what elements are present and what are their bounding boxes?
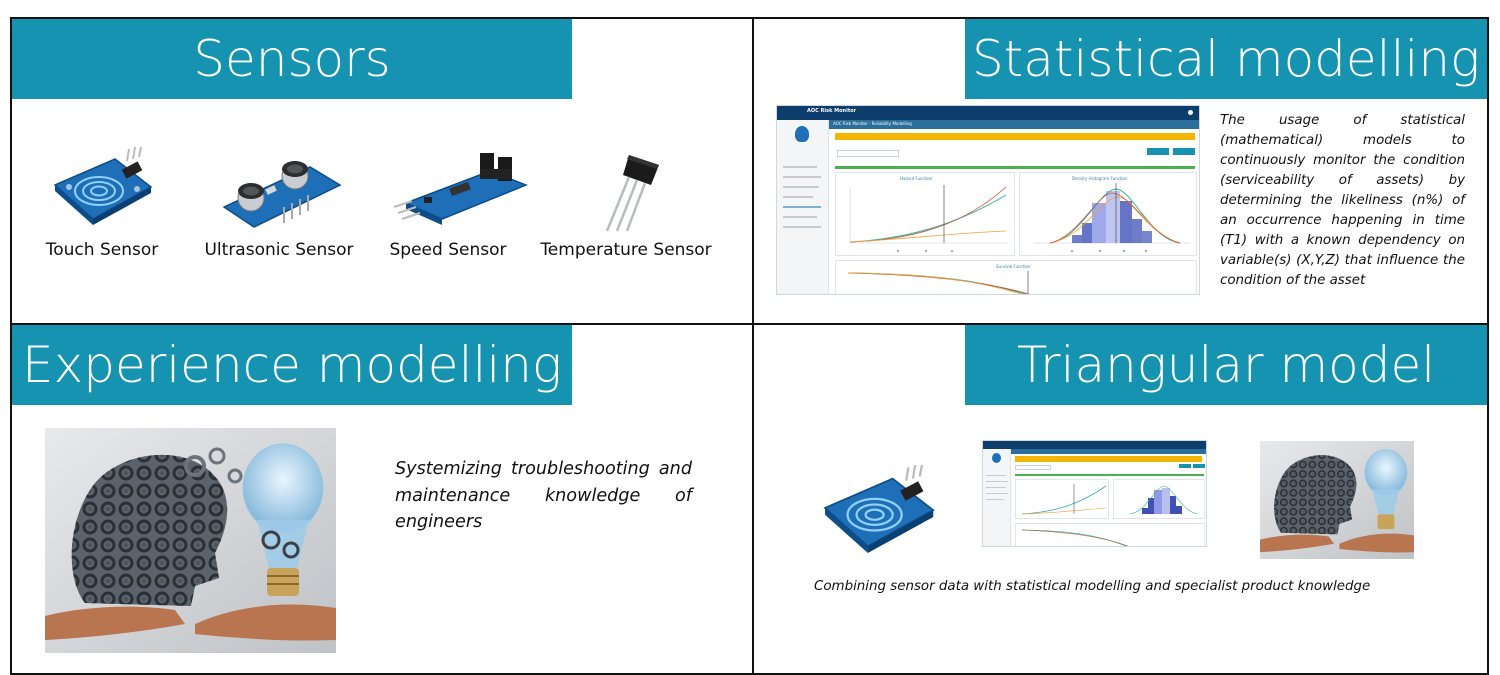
triangular-caption: Combining sensor data with statistical m… (814, 579, 1371, 594)
density-histogram-panel (1113, 479, 1205, 519)
dashboard-button-primary[interactable] (1179, 464, 1191, 468)
temperature-sensor-icon (605, 155, 659, 232)
hazard-function-panel (1015, 479, 1109, 519)
dashboard-warning-bar (1015, 456, 1202, 462)
dashboard-warning-bar (835, 133, 1195, 140)
experience-description: Systemizing troubleshooting and maintena… (395, 459, 692, 532)
dashboard-select-field[interactable] (1015, 465, 1051, 470)
sensor-label-temperature: Temperature Sensor (540, 240, 712, 260)
triangular-model-panel: Triangular model (752, 323, 1489, 675)
dashboard-screenshot-small (982, 440, 1207, 547)
dashboard-screenshot: AOC Risk Monitor AOC Risk Monitor - Reli… (776, 105, 1200, 295)
dashboard-status-bar (835, 166, 1195, 169)
gears-head-lightbulb-hands-image (1260, 441, 1414, 559)
dashboard-page-title: AOC Risk Monitor - Reliability Modelling (833, 121, 912, 126)
dashboard-button-secondary[interactable] (1193, 464, 1205, 468)
sidebar-nav-line (986, 493, 1008, 494)
touch-sensor-icon (53, 147, 153, 225)
sensor-item-speed: Speed Sensor (388, 147, 528, 260)
sidebar-nav-line (783, 166, 817, 168)
sensor-label-speed: Speed Sensor (389, 240, 507, 260)
dashboard-sidebar (777, 120, 829, 294)
statistical-description: The usage of statistical (mathematical) … (1220, 113, 1465, 288)
sensors-title: Sensors (12, 19, 572, 99)
sidebar-nav-line (986, 487, 1006, 488)
ultrasonic-sensor-icon (222, 161, 342, 228)
sensor-item-temperature: Temperature Sensor (540, 147, 712, 260)
sidebar-nav-line (783, 216, 817, 218)
hazard-function-chart (849, 185, 1008, 253)
sidebar-nav-line (986, 481, 1008, 482)
survival-function-panel (1015, 523, 1205, 546)
sidebar-nav-line (783, 186, 819, 188)
survival-function-chart (847, 271, 1030, 294)
experience-modelling-panel: Experience modelling System (10, 323, 754, 675)
sidebar-nav-line (783, 226, 821, 228)
density-histogram-chart (1034, 183, 1190, 253)
hazard-function-panel: Hazard Function (835, 172, 1015, 256)
survival-function-chart (1021, 529, 1129, 546)
experience-title: Experience modelling (12, 325, 572, 405)
sidebar-nav-line (783, 176, 821, 178)
dashboard-button-primary[interactable] (1147, 148, 1169, 155)
user-icon (1188, 110, 1193, 115)
survival-function-title: Survival Function (996, 264, 1031, 269)
dashboard-sidebar (983, 449, 1011, 546)
touch-sensor-icon (823, 465, 935, 554)
sidebar-nav-line (986, 475, 1006, 476)
statistical-title: Statistical modelling (965, 19, 1487, 99)
sidebar-nav-line (986, 499, 1004, 500)
dashboard-button-secondary[interactable] (1173, 148, 1195, 155)
triangular-title: Triangular model (965, 325, 1487, 405)
dashboard-status-bar (1015, 474, 1204, 476)
sensor-item-touch: Touch Sensor (42, 147, 162, 260)
sidebar-logo-icon (795, 126, 809, 142)
dashboard-header (983, 441, 1206, 449)
sidebar-nav-line (783, 196, 813, 198)
sidebar-logo-icon (992, 453, 1001, 463)
statistical-modelling-panel: Statistical modelling AOC Risk Monitor A… (752, 17, 1489, 325)
density-histogram-title: Density Histogram Function (1072, 176, 1128, 181)
dashboard-page-bar: AOC Risk Monitor - Reliability Modelling (829, 120, 1199, 129)
density-histogram-panel: Density Histogram Function (1019, 172, 1197, 256)
sensor-item-ultrasonic: Ultrasonic Sensor (204, 147, 354, 260)
hazard-function-chart (1021, 484, 1107, 515)
speed-sensor-icon (393, 153, 528, 225)
dashboard-page-bar (1011, 449, 1206, 454)
sensors-panel: Sensors Touch Sensor (10, 17, 754, 325)
dashboard-app-title: AOC Risk Monitor (807, 108, 857, 114)
survival-function-panel: Survival Function (835, 260, 1197, 294)
dashboard-select-field[interactable] (837, 150, 899, 157)
density-histogram-chart (1129, 485, 1199, 515)
gears-head-lightbulb-hands-image (45, 428, 336, 653)
hazard-function-title: Hazard Function (900, 176, 933, 181)
dashboard-header: AOC Risk Monitor (777, 106, 1199, 120)
sensor-label-touch: Touch Sensor (45, 240, 159, 260)
sidebar-nav-line-active (783, 206, 821, 208)
sensor-label-ultrasonic: Ultrasonic Sensor (204, 240, 354, 260)
